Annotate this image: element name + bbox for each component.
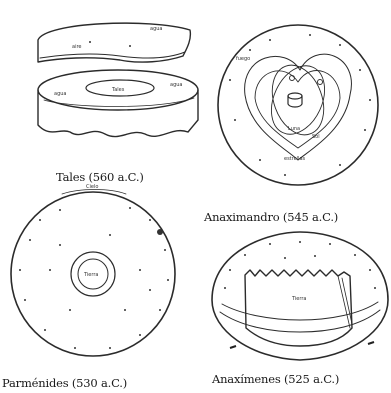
caption-anaximenes: Anaxímenes (525 a.C.) (212, 372, 339, 386)
caption-parmenides: Parménides (530 a.C.) (2, 376, 127, 390)
panel-parmenides: Tierra Cielo Parménides (530 a.C.) (0, 190, 200, 393)
anaximandro-diagram: Luna Sol estrellas fuego (200, 0, 391, 210)
anaximenes-diagram: Tierra (200, 230, 391, 370)
svg-text:Tierra: Tierra (291, 296, 306, 302)
svg-text:agua: agua (150, 26, 162, 32)
parmenides-center-label: Tierra (83, 272, 98, 278)
svg-text:estrellas: estrellas (284, 156, 306, 162)
anaximandro-earth-cylinder (288, 93, 302, 99)
anaximenes-stars (224, 241, 376, 289)
parmenides-diagram: Tierra Cielo (0, 190, 200, 370)
anaximenes-earth-plate (245, 270, 352, 346)
svg-text:fuego: fuego (236, 56, 250, 62)
anaximandro-stars (229, 34, 371, 176)
parmenides-stars (19, 207, 169, 349)
svg-text:aire: aire (72, 44, 81, 50)
svg-text:agua: agua (170, 82, 182, 88)
caption-anaximandro: Anaximandro (545 a.C.) (204, 210, 338, 224)
tales-disk-diagram: Tales agua aire agua agua (0, 0, 200, 170)
panel-anaximandro: Luna Sol estrellas fuego Anaximandro (54… (200, 0, 391, 240)
svg-text:Sol: Sol (312, 134, 320, 140)
panel-tales: Tales agua aire agua agua Tales (560 a.C… (0, 0, 200, 190)
svg-text:agua: agua (54, 91, 66, 97)
svg-text:Luna: Luna (288, 126, 300, 132)
parmenides-top-label: Cielo (86, 184, 98, 190)
panel-anaximenes: Tierra Anaxímenes (525 a.C.) (200, 230, 391, 393)
caption-tales: Tales (560 a.C.) (56, 170, 144, 184)
tales-center-label: Tales (111, 87, 125, 93)
